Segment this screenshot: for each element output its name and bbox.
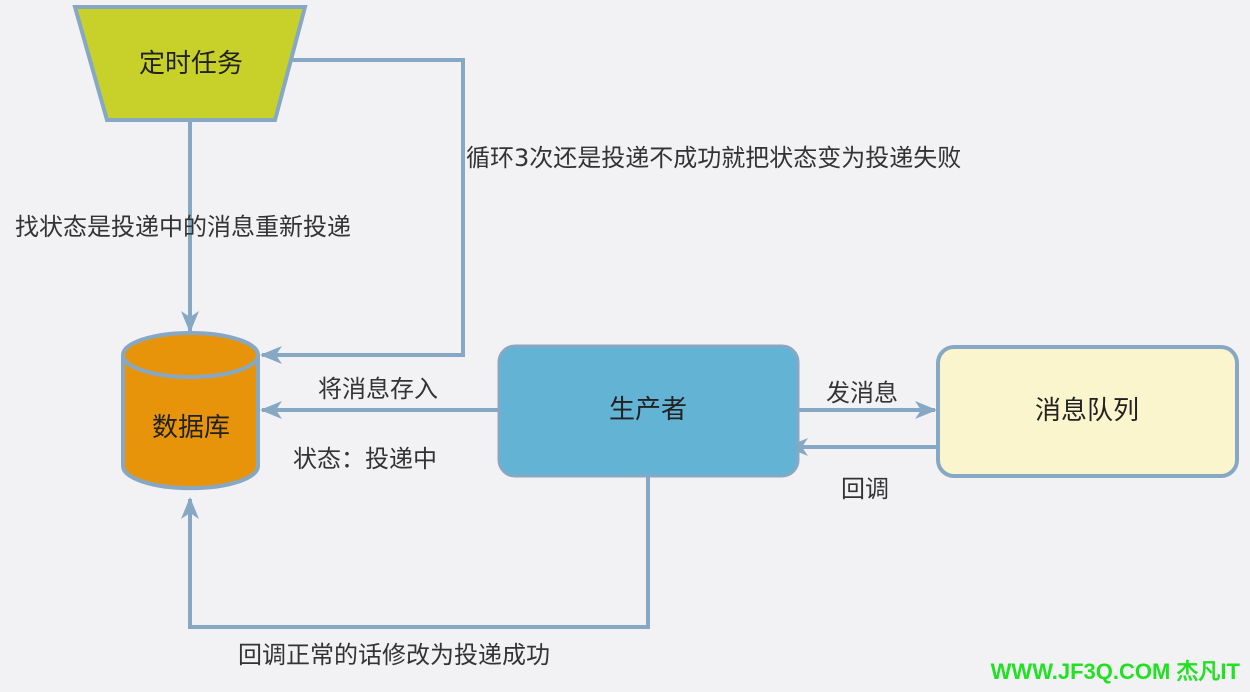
edge-producer-callback-to-db bbox=[181, 476, 650, 629]
message-queue-label: 消息队列 bbox=[1034, 396, 1140, 426]
edge-label-send: 发消息 bbox=[826, 379, 898, 407]
producer-node bbox=[497, 344, 800, 478]
database-label: 数据库 bbox=[151, 413, 231, 443]
producer-label: 生产者 bbox=[608, 395, 688, 425]
edge-label-redeliver: 找状态是投递中的消息重新投递 bbox=[15, 213, 351, 241]
edge-label-callback-success: 回调正常的话修改为投递成功 bbox=[238, 641, 550, 669]
edge-label-store: 将消息存入 bbox=[318, 375, 438, 403]
edge-label-retry-fail: 循环3次还是投递不成功就把状态变为投递失败 bbox=[466, 144, 962, 172]
edge-label-callback: 回调 bbox=[841, 475, 889, 503]
watermark: WWW.JF3Q.COM 杰凡IT bbox=[990, 659, 1240, 684]
scheduled-task-label: 定时任务 bbox=[138, 49, 244, 79]
edge-label-status: 状态：投递中 bbox=[293, 445, 437, 473]
edge-task-loop-to-db bbox=[260, 58, 465, 364]
database-node bbox=[121, 331, 260, 491]
scheduled-task-node bbox=[72, 5, 308, 122]
message-queue-node bbox=[936, 345, 1239, 478]
